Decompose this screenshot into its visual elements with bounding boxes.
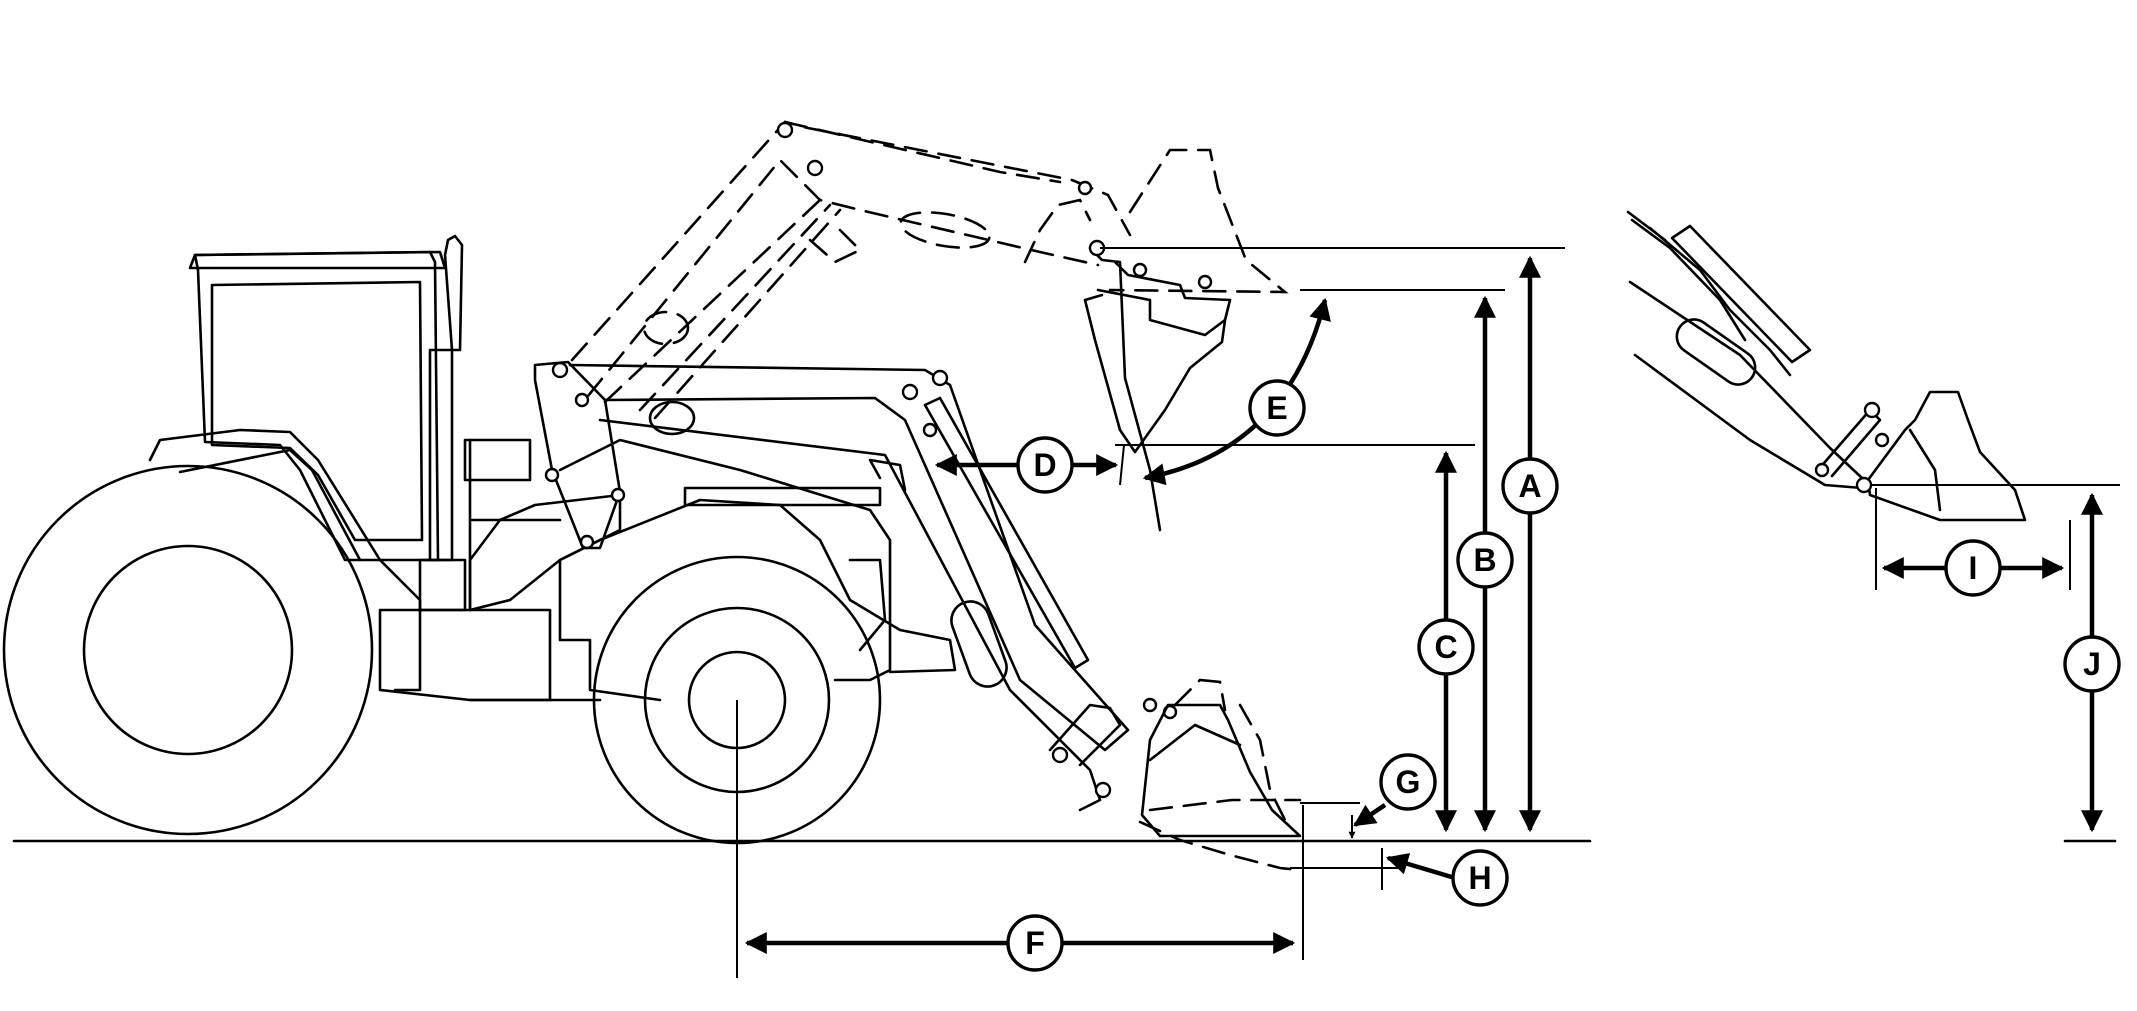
pivot-pin: [922, 422, 938, 438]
callout-h-label: H: [1468, 860, 1491, 896]
pivot-pin: [1094, 781, 1112, 799]
raised-boom-lower: [586, 158, 1100, 398]
curl-bucket-outline: [1238, 703, 1287, 822]
step: [418, 558, 467, 612]
ext-line-d: [1119, 444, 1125, 486]
boom-hole: [648, 400, 696, 436]
raised-hole: [642, 310, 690, 346]
raised-boom-cylinder: [638, 203, 842, 420]
callout-h: H: [1451, 849, 1509, 907]
inset-bucket-detail: [1626, 210, 2027, 522]
rear-fender: [148, 428, 422, 692]
pivot-pin: [1874, 432, 1890, 448]
raised-boom-bottom: [603, 198, 822, 404]
tractor: [2, 234, 957, 845]
pivot-pin: [1132, 262, 1148, 278]
inset-boom-slot: [1675, 318, 1757, 386]
dumped-bucket-shape: [1083, 293, 1227, 454]
inset-cylinder: [1626, 210, 1792, 377]
callout-j-label: J: [2083, 646, 2101, 682]
inset-cylinder-body: [1670, 224, 1812, 364]
callout-g: G: [1379, 753, 1437, 811]
raised-bucket-lowered-outline: [1138, 678, 1302, 872]
raised-boom-slot: [899, 211, 991, 249]
pivot-pin: [1077, 180, 1093, 196]
raised-boom-top: [783, 120, 1062, 184]
callout-i: I: [1944, 539, 2002, 597]
raised-link: [808, 228, 863, 264]
pivot-pin: [1814, 462, 1830, 478]
callout-f: F: [1006, 914, 1064, 972]
front-axle-housing: [558, 558, 887, 702]
boom-slot: [950, 600, 1008, 688]
raised-bucket: [1108, 148, 1289, 294]
tractor-body: [378, 438, 552, 702]
pivot-pin: [806, 159, 824, 177]
pivot-pin: [579, 534, 595, 550]
exhaust-muffler: [428, 348, 454, 562]
bucket-link: [1048, 703, 1122, 767]
loader-mast: [533, 360, 622, 550]
callout-f-label: F: [1025, 925, 1045, 961]
callout-a-label: A: [1518, 468, 1541, 504]
callout-a: A: [1501, 457, 1559, 515]
raised-boom-upper: [570, 120, 1132, 362]
cab-roof: [188, 250, 447, 270]
dim-h-arrow: [1385, 853, 1456, 881]
dim-g-arrow: [1353, 803, 1387, 827]
callout-c: C: [1417, 618, 1475, 676]
callout-g-label: G: [1396, 764, 1421, 800]
raised-bucket-link: [1023, 198, 1092, 264]
bucket-cylinder: [923, 396, 1090, 670]
chassis: [468, 498, 957, 702]
hood: [468, 438, 892, 682]
pivot-pin: [901, 383, 919, 401]
boom-cross-tube: [868, 458, 907, 492]
boom-upper: [568, 363, 1130, 752]
tractor-cab: [193, 250, 440, 562]
callout-i-label: I: [1969, 550, 1978, 586]
pivot-pin: [931, 369, 949, 387]
pivot-pin: [776, 121, 794, 139]
callout-c-label: C: [1434, 629, 1457, 665]
pivot-pin: [574, 392, 590, 408]
loader-lowered: [468, 360, 1302, 838]
callout-b-label: B: [1473, 542, 1496, 578]
callout-e: E: [1248, 379, 1306, 437]
pivot-pin: [1197, 274, 1213, 290]
callout-e-label: E: [1266, 390, 1287, 426]
pivot-pin: [551, 361, 569, 379]
cab-window: [210, 280, 424, 542]
pivot-pin: [1051, 746, 1069, 764]
inset-bucket: [1866, 390, 2027, 522]
pivot-pin: [610, 487, 626, 503]
fender-inner: [178, 448, 362, 562]
rear-wheel-rim: [82, 544, 294, 756]
pivot-pin: [544, 467, 560, 483]
pivot-pin: [1142, 697, 1158, 713]
exhaust-stack: [443, 234, 464, 352]
callout-j: J: [2063, 635, 2121, 693]
mast-link: [468, 493, 622, 612]
callout-d-label: D: [1033, 447, 1056, 483]
callout-b: B: [1456, 531, 1514, 589]
pivot-pin: [1855, 476, 1873, 494]
bucket-lowered: [1140, 703, 1302, 838]
boom-lower: [598, 418, 1102, 812]
loader-raised-outline: [570, 120, 1302, 872]
inset-boom: [1628, 280, 1864, 490]
boom-cylinder: [683, 486, 882, 507]
bucket-back: [1148, 723, 1242, 762]
callout-d: D: [1016, 436, 1074, 494]
rear-wheel: [2, 464, 374, 836]
pivot-pin: [1863, 401, 1881, 419]
